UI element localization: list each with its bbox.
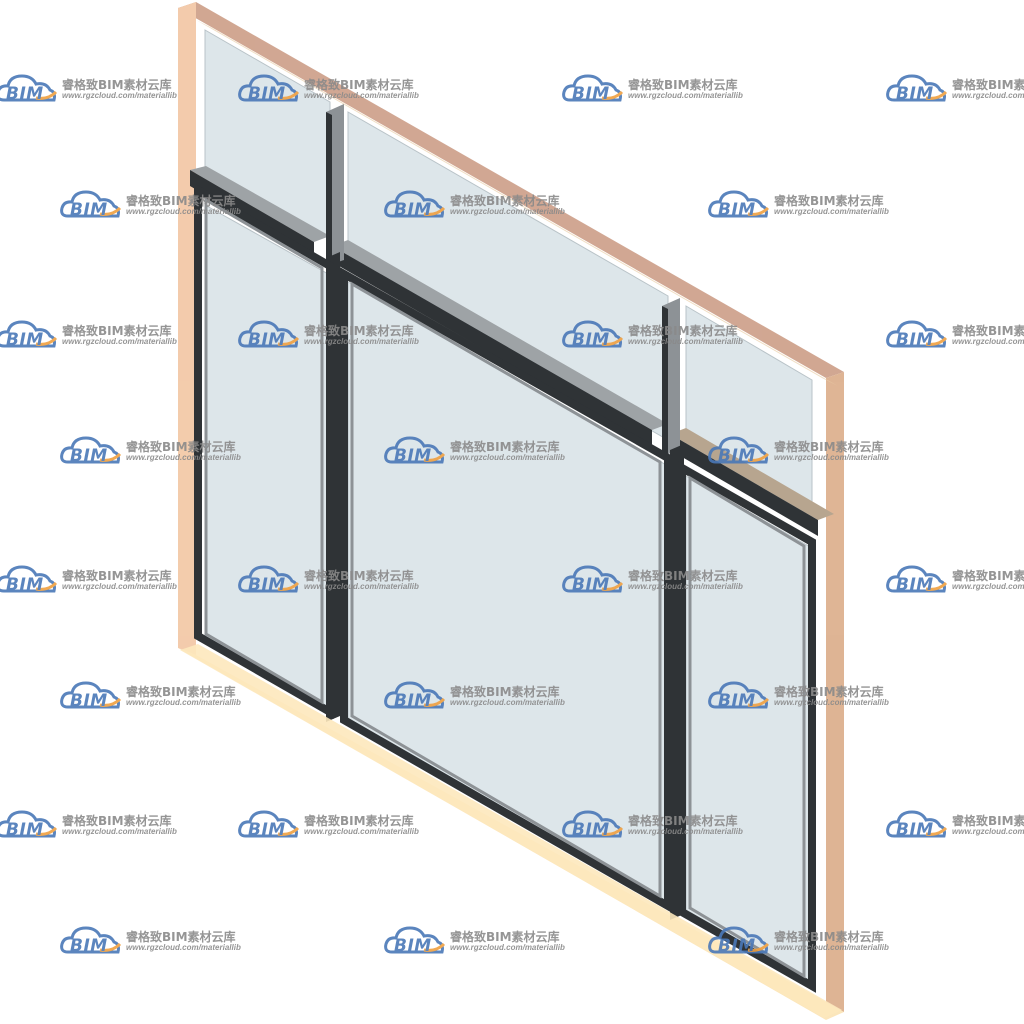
lower-sash-inner — [204, 197, 806, 979]
sash-right — [678, 461, 816, 993]
sash-right-inner — [688, 475, 806, 979]
mullion-2-front — [662, 306, 668, 460]
outer-frame-right — [826, 372, 844, 1012]
upper-top-rail — [196, 20, 838, 386]
outer-frame-left — [178, 2, 196, 655]
transom-center-front — [332, 246, 652, 446]
mullion-1-front — [326, 112, 332, 270]
sash-center-inner — [350, 281, 662, 899]
outer-frame-face — [178, 2, 844, 378]
transom-left-top — [190, 166, 330, 242]
sash-left — [194, 183, 334, 719]
transom — [190, 166, 834, 536]
transom-center-top — [332, 240, 668, 430]
glass-bottom-right — [685, 475, 813, 983]
sash-left-inner — [204, 197, 324, 705]
glass-panels — [204, 29, 813, 983]
glass-bottom-left — [204, 204, 331, 713]
sash-center — [340, 267, 672, 913]
transom-right-front — [670, 434, 818, 536]
bottom-sill — [180, 644, 842, 1018]
lower-sash-frames — [194, 183, 816, 993]
